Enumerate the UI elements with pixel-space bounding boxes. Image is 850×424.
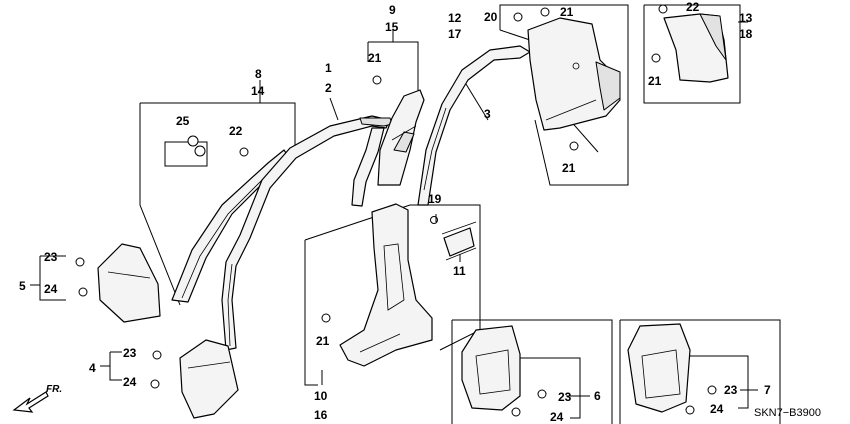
callout-21-c: 21 — [562, 161, 576, 175]
callout-7: 7 — [764, 383, 771, 397]
callout-24-c: 24 — [550, 410, 564, 424]
callout-17: 17 — [448, 27, 462, 41]
group-8-14 — [139, 80, 296, 306]
callout-3: 3 — [484, 107, 491, 121]
callout-23-c: 23 — [558, 390, 572, 404]
callout-8: 8 — [255, 67, 262, 81]
callout-1: 1 — [325, 61, 332, 75]
callout-9: 9 — [389, 3, 396, 17]
callout-19: 19 — [428, 192, 442, 206]
rear-side-garnish — [663, 13, 729, 83]
callout-24-b: 24 — [123, 375, 137, 389]
callout-10: 10 — [314, 389, 328, 403]
group-7 — [619, 319, 781, 424]
callout-21-d: 21 — [648, 74, 662, 88]
callout-12: 12 — [448, 11, 462, 25]
callout-24-a: 24 — [44, 282, 58, 296]
front-lower-panel — [179, 339, 239, 419]
panel-6 — [461, 325, 521, 411]
diagram-code: SKN7−B3900 — [754, 407, 821, 419]
callout-22-b: 22 — [686, 0, 700, 14]
direction-label: FR. — [46, 384, 62, 395]
front-direction-arrow-icon — [12, 391, 49, 413]
callout-21-b: 21 — [560, 5, 574, 19]
callout-23-a: 23 — [44, 250, 58, 264]
callout-11: 11 — [453, 264, 466, 278]
leader-lines — [30, 83, 758, 419]
front-weatherstrip — [221, 115, 393, 351]
callout-18: 18 — [739, 27, 753, 41]
callouts: 1 2 3 4 5 6 7 8 9 10 11 12 13 14 15 16 1… — [19, 0, 771, 424]
group-13-18 — [643, 4, 748, 104]
rear-weatherstrip — [417, 45, 531, 206]
callout-5: 5 — [19, 279, 26, 293]
callout-21-e: 21 — [316, 334, 330, 348]
callout-21-a: 21 — [368, 51, 382, 65]
callout-14: 14 — [251, 84, 265, 98]
callout-15: 15 — [385, 20, 399, 34]
callout-16: 16 — [314, 408, 328, 422]
callout-20: 20 — [484, 10, 498, 24]
callout-23-d: 23 — [724, 383, 738, 397]
callout-22-a: 22 — [229, 124, 243, 138]
bracket-11 — [430, 216, 477, 261]
clips — [75, 4, 717, 417]
callout-6: 6 — [594, 389, 601, 403]
callout-24-d: 24 — [710, 402, 724, 416]
b-pillar-upper-garnish — [377, 89, 425, 186]
c-pillar-garnish — [527, 17, 621, 131]
callout-4: 4 — [89, 361, 96, 375]
callout-2: 2 — [325, 81, 332, 95]
front-kick-panel — [97, 243, 161, 323]
callout-13: 13 — [739, 11, 753, 25]
callout-25: 25 — [176, 114, 190, 128]
b-pillar-weatherstrip — [351, 127, 385, 207]
panel-7 — [627, 323, 691, 413]
group-6 — [451, 319, 613, 424]
group-9-15 — [367, 30, 419, 100]
callout-23-b: 23 — [123, 346, 137, 360]
b-pillar-lower-garnish — [339, 203, 433, 367]
